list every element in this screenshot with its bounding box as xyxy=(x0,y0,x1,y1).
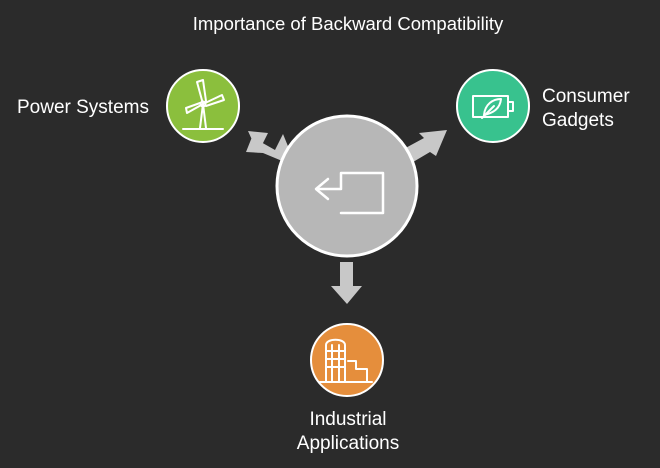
industrial-applications-label-line-1: Industrial xyxy=(309,409,387,430)
industrial-applications-label: Industrial Applications xyxy=(240,408,456,456)
backward-return-icon xyxy=(314,171,385,215)
consumer-gadgets-label-line-2: Gadgets xyxy=(542,110,614,131)
industrial-applications-label-line-2: Applications xyxy=(296,433,400,454)
wind-turbine-icon xyxy=(182,79,225,130)
power-systems-label: Power Systems xyxy=(17,96,149,120)
power-systems-label-line-1: Power Systems xyxy=(17,97,149,118)
consumer-gadgets-label-line-1: Consumer xyxy=(542,86,630,107)
arrow-to-industrial-applications xyxy=(331,262,362,304)
eco-battery-icon xyxy=(472,95,514,119)
arrow-to-power-systems-head xyxy=(248,131,268,153)
consumer-gadgets-label: Consumer Gadgets xyxy=(542,85,630,133)
center-hub xyxy=(275,114,419,258)
industrial-applications-node xyxy=(310,323,384,397)
factory-silo-icon xyxy=(319,338,373,383)
page-title: Importance of Backward Compatibility xyxy=(192,13,504,34)
